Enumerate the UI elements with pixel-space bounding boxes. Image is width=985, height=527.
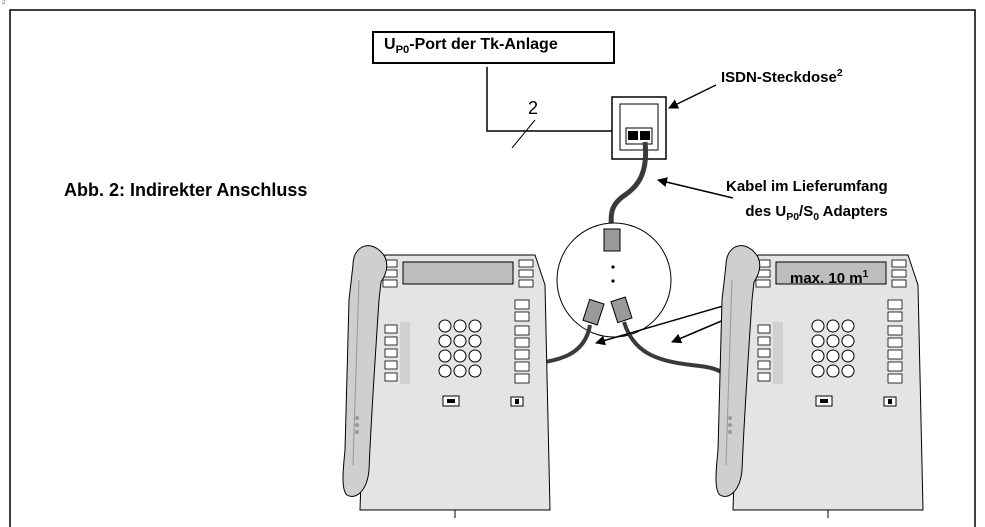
max-length-label: max. 10 m1 [790, 268, 869, 287]
page-mark: 2 [2, 0, 6, 6]
adapter-cable [608, 141, 649, 233]
adapter-icon [556, 222, 672, 338]
socket-arrow [668, 84, 717, 109]
cable-number-leader [511, 119, 536, 149]
port-wire [486, 67, 612, 132]
isdn-socket-icon [611, 96, 667, 160]
socket-label: ISDN-Steckdose2 [721, 67, 843, 86]
telephone-icon [342, 245, 551, 519]
figure-caption: Abb. 2: Indirekter Anschluss [64, 180, 308, 200]
port-box-label: UP0-Port der Tk-Anlage [384, 36, 558, 57]
port-box [372, 31, 615, 64]
figure-frame [9, 9, 976, 527]
cable-arrow [657, 177, 734, 199]
cable-number: 2 [528, 98, 539, 118]
cable-label: Kabel im Lieferumfang des UP0/S0 Adapter… [726, 178, 888, 223]
